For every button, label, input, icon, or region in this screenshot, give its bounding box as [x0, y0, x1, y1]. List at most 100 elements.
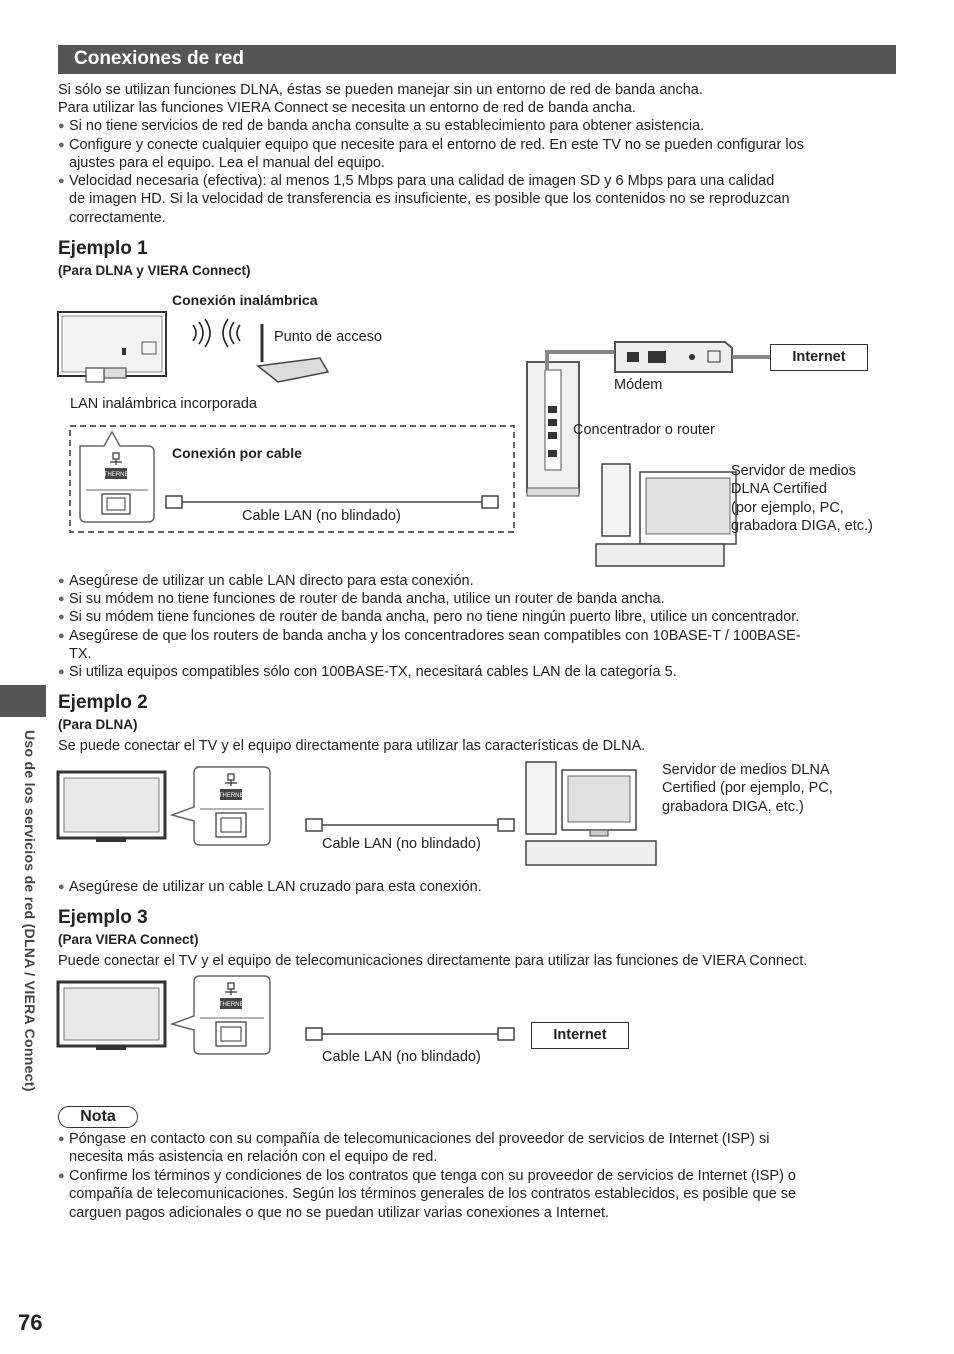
modem-label: Módem [614, 377, 663, 393]
section-title: Conexiones de red [74, 48, 244, 69]
nota-bullet-2: ● Confirme los términos y condiciones de… [58, 1167, 888, 1222]
bullet-dot: ● [58, 881, 65, 893]
bullet-text: ajustes para el equipo. Lea el manual de… [69, 155, 386, 172]
network-icon [110, 452, 122, 465]
example2-description: Se puede conectar el TV y el equipo dire… [58, 738, 646, 754]
nota-bullet-1: ● Póngase en contacto con su compañía de… [58, 1130, 888, 1167]
lan-cable [305, 1027, 515, 1041]
bullet-dot: ● [58, 593, 65, 605]
builtin-wlan-label: LAN inalámbrica incorporada [70, 396, 257, 412]
bullet-dot: ● [58, 1170, 65, 1182]
intro-bullet-1: ● Si no tiene servicios de red de banda … [58, 117, 888, 135]
wireless-connection-label: Conexión inalámbrica [172, 292, 318, 308]
wired-connection-label: Conexión por cable [172, 445, 302, 461]
bullet-text: Si utiliza equipos compatibles sólo con … [69, 664, 677, 680]
nota-label: Nota [58, 1106, 138, 1128]
example2-diagram: ETHERNET [56, 761, 657, 866]
sidebar-chapter-title: Uso de los servicios de red (DLNA / VIER… [22, 730, 38, 1092]
bullet-text: Si su módem no tiene funciones de router… [69, 591, 665, 607]
hub-router-label: Concentrador o router [573, 422, 715, 438]
ethernet-text: ETHERNET [215, 793, 248, 799]
example1-subtitle: (Para DLNA y VIERA Connect) [58, 263, 251, 278]
bullet-dot: ● [58, 630, 65, 642]
bullet-text: necesita más asistencia en relación con … [69, 1149, 438, 1166]
server-label-line: grabadora DIGA, etc.) [662, 798, 804, 815]
bullet-dot: ● [58, 120, 65, 132]
wired-connection-box [69, 425, 515, 533]
page-number: 76 [18, 1310, 43, 1335]
cable-line [545, 350, 615, 370]
network-icon [225, 773, 237, 786]
lan-cable [305, 818, 515, 832]
example3-description: Puede conectar el TV y el equipo de tele… [58, 953, 808, 969]
example3-diagram: ETHERNET [56, 975, 515, 1055]
bullet-dot: ● [58, 1133, 65, 1145]
ethernet-port-callout: ETHERNET [169, 766, 271, 846]
access-point-icon [256, 324, 330, 383]
example3-subtitle: (Para VIERA Connect) [58, 932, 199, 947]
bullet-text: de imagen HD. Si la velocidad de transfe… [69, 191, 790, 208]
bullet-text: Si su módem tiene funciones de router de… [69, 609, 800, 625]
server-label-line: DLNA Certified [731, 481, 827, 498]
bullet-text: compañía de telecomunicaciones. Según lo… [69, 1186, 797, 1203]
bullet-text: TX. [69, 646, 92, 663]
cable-label: Cable LAN (no blindado) [322, 1049, 481, 1065]
bullet-dot: ● [58, 611, 65, 623]
example1-bullet-4: ● Asegúrese de que los routers de banda … [58, 627, 888, 664]
server-label: Servidor de medios DLNA Certified (por e… [662, 761, 892, 816]
bullet-text: Póngase en contacto con su compañía de t… [69, 1131, 770, 1147]
intro-bullet-3: ● Velocidad necesaria (efectiva): al men… [58, 172, 888, 227]
section-header-bar: Conexiones de red [58, 45, 896, 74]
wlan-module-icon [85, 367, 105, 383]
example1-bullet-1: ● Asegúrese de utilizar un cable LAN dir… [58, 572, 888, 590]
intro-bullet-2: ● Configure y conecte cualquier equipo q… [58, 136, 888, 173]
bullet-dot: ● [58, 175, 65, 187]
bullet-text: correctamente. [69, 209, 166, 226]
server-label-line: grabadora DIGA, etc.) [731, 517, 873, 534]
bullet-dot: ● [58, 575, 65, 587]
example3-title: Ejemplo 3 [58, 907, 148, 928]
bullet-text: Confirme los términos y condiciones de l… [69, 1168, 796, 1184]
server-label: Servidor de medios DLNA Certified (por e… [731, 462, 901, 535]
router-icon [526, 361, 580, 497]
example1-bullet-5: ● Si utiliza equipos compatibles sólo co… [58, 663, 888, 681]
lan-cable [165, 495, 499, 509]
intro-line-2: Para utilizar las funciones VIERA Connec… [58, 100, 636, 116]
intro-line-1: Si sólo se utilizan funciones DLNA, ésta… [58, 82, 703, 98]
example1-diagram: ETHERNET [57, 311, 770, 567]
tv-back-icon [57, 311, 167, 379]
bullet-text: Asegúrese de utilizar un cable LAN cruza… [69, 879, 482, 895]
bullet-dot: ● [58, 666, 65, 678]
example2-bullet-1: ● Asegúrese de utilizar un cable LAN cru… [58, 878, 888, 896]
pc-icon [525, 761, 657, 866]
sidebar-tab [0, 685, 46, 717]
cable-label: Cable LAN (no blindado) [242, 508, 401, 524]
server-label-line: (por ejemplo, PC, [731, 499, 844, 516]
access-point-label: Punto de acceso [274, 329, 383, 345]
bullet-text: Configure y conecte cualquier equipo que… [69, 137, 804, 153]
server-label-line: Certified (por ejemplo, PC, [662, 780, 833, 797]
bullet-text: Velocidad necesaria (efectiva): al menos… [69, 173, 775, 189]
example1-bullet-2: ● Si su módem no tiene funciones de rout… [58, 590, 888, 608]
modem-icon [614, 341, 733, 373]
example2-subtitle: (Para DLNA) [58, 717, 138, 732]
ethernet-port-callout: ETHERNET [79, 430, 155, 523]
bullet-text: Si no tiene servicios de red de banda an… [69, 118, 705, 134]
ethernet-text: ETHERNET [215, 1002, 248, 1008]
bullet-text: Asegúrese de utilizar un cable LAN direc… [69, 573, 474, 589]
internet-box: Internet [531, 1022, 629, 1049]
example1-title: Ejemplo 1 [58, 238, 148, 259]
ethernet-text: ETHERNET [100, 472, 133, 478]
tv-icon [56, 980, 167, 1050]
example2-title: Ejemplo 2 [58, 692, 148, 713]
bullet-text: Asegúrese de que los routers de banda an… [69, 628, 801, 644]
pc-icon [595, 463, 737, 567]
ethernet-port-callout: ETHERNET [169, 975, 271, 1055]
network-icon [225, 982, 237, 995]
bullet-text: carguen pagos adicionales o que no se pu… [69, 1204, 610, 1221]
bullet-dot: ● [58, 139, 65, 151]
example1-bullet-3: ● Si su módem tiene funciones de router … [58, 608, 888, 626]
internet-box: Internet [770, 344, 868, 371]
cable-label: Cable LAN (no blindado) [322, 836, 481, 852]
server-label-line: Servidor de medios DLNA [662, 762, 830, 778]
